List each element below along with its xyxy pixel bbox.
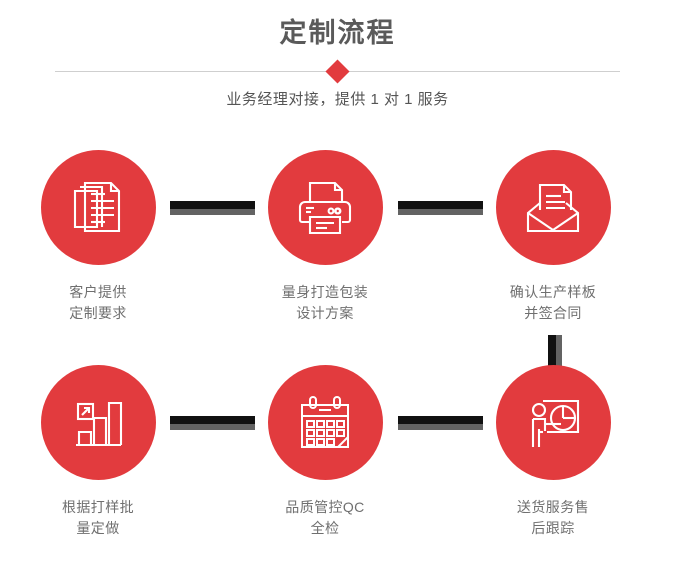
bar-chart-growth-icon (67, 392, 129, 454)
flow-step-6-circle (495, 365, 611, 480)
presenter-pie-chart-icon (521, 391, 585, 455)
flow-step-5-circle (267, 365, 383, 480)
flow-step-5-label-line2: 全检 (310, 520, 340, 536)
flow-step-5-label-line1: 品质管控QC (285, 499, 365, 515)
flow-step-4-circle (40, 365, 156, 480)
header-divider (55, 59, 620, 84)
flow-step-3-circle (495, 150, 611, 265)
page-title: 定制流程 (279, 18, 396, 48)
flow-step-3-label-line2: 并签合同 (524, 305, 582, 321)
connector-shadow (170, 209, 255, 215)
flow-step-4-label-line2: 量定做 (76, 520, 120, 536)
connector-bar (398, 416, 483, 424)
documents-stack-icon (67, 177, 129, 239)
flow-step-5[interactable]: 品质管控QC 全检 (235, 365, 415, 539)
flow-step-3[interactable]: 确认生产样板 并签合同 (463, 150, 643, 324)
flow-step-2[interactable]: 量身打造包装 设计方案 (235, 150, 415, 324)
connector-bottom-2 (398, 416, 483, 430)
connector-top-2 (398, 201, 483, 215)
flow-step-5-label: 品质管控QC 全检 (235, 497, 415, 539)
flow-step-6-label: 送货服务售 后跟踪 (463, 497, 643, 539)
flow-step-4-label-line1: 根据打样批 (62, 499, 134, 515)
flow-step-3-label-line1: 确认生产样板 (509, 284, 597, 300)
connector-bar (398, 201, 483, 209)
process-flow: 客户提供 定制要求 (0, 150, 675, 580)
flow-step-3-label: 确认生产样板 并签合同 (463, 282, 643, 324)
flow-step-1-label-line2: 定制要求 (69, 305, 127, 321)
page-subtitle: 业务经理对接，提供 1 对 1 服务 (226, 91, 449, 108)
flow-step-2-label: 量身打造包装 设计方案 (235, 282, 415, 324)
flow-row-top: 客户提供 定制要求 (0, 150, 675, 377)
connector-bar (548, 335, 556, 377)
flow-step-4[interactable]: 根据打样批 量定做 (8, 365, 188, 539)
flow-step-1[interactable]: 客户提供 定制要求 (8, 150, 188, 324)
connector-shadow (398, 424, 483, 430)
flow-step-6-label-line1: 送货服务售 (517, 499, 589, 515)
flow-step-2-label-line1: 量身打造包装 (281, 284, 369, 300)
connector-top-1 (170, 201, 255, 215)
flow-step-4-label: 根据打样批 量定做 (8, 497, 188, 539)
calendar-icon (293, 391, 357, 455)
flow-step-1-label-line1: 客户提供 (69, 284, 127, 300)
flow-step-1-label: 客户提供 定制要求 (8, 282, 188, 324)
connector-shadow (398, 209, 483, 215)
flow-step-6-label-line2: 后跟踪 (531, 520, 575, 536)
connector-bar (170, 416, 255, 424)
connector-bottom-1 (170, 416, 255, 430)
flow-step-1-circle (40, 150, 156, 265)
flow-row-bottom: 根据打样批 量定做 (0, 365, 675, 580)
connector-bar (170, 201, 255, 209)
connector-shadow (556, 335, 562, 377)
page-header: 定制流程 业务经理对接，提供 1 对 1 服务 (0, 0, 675, 108)
envelope-document-icon (521, 176, 585, 240)
connector-shadow (170, 424, 255, 430)
flow-step-2-label-line2: 设计方案 (296, 305, 354, 321)
connector-vertical-right (548, 335, 562, 377)
printer-icon (293, 176, 357, 240)
diamond-marker-icon (325, 59, 350, 84)
flow-step-2-circle (267, 150, 383, 265)
flow-step-6[interactable]: 送货服务售 后跟踪 (463, 365, 643, 539)
